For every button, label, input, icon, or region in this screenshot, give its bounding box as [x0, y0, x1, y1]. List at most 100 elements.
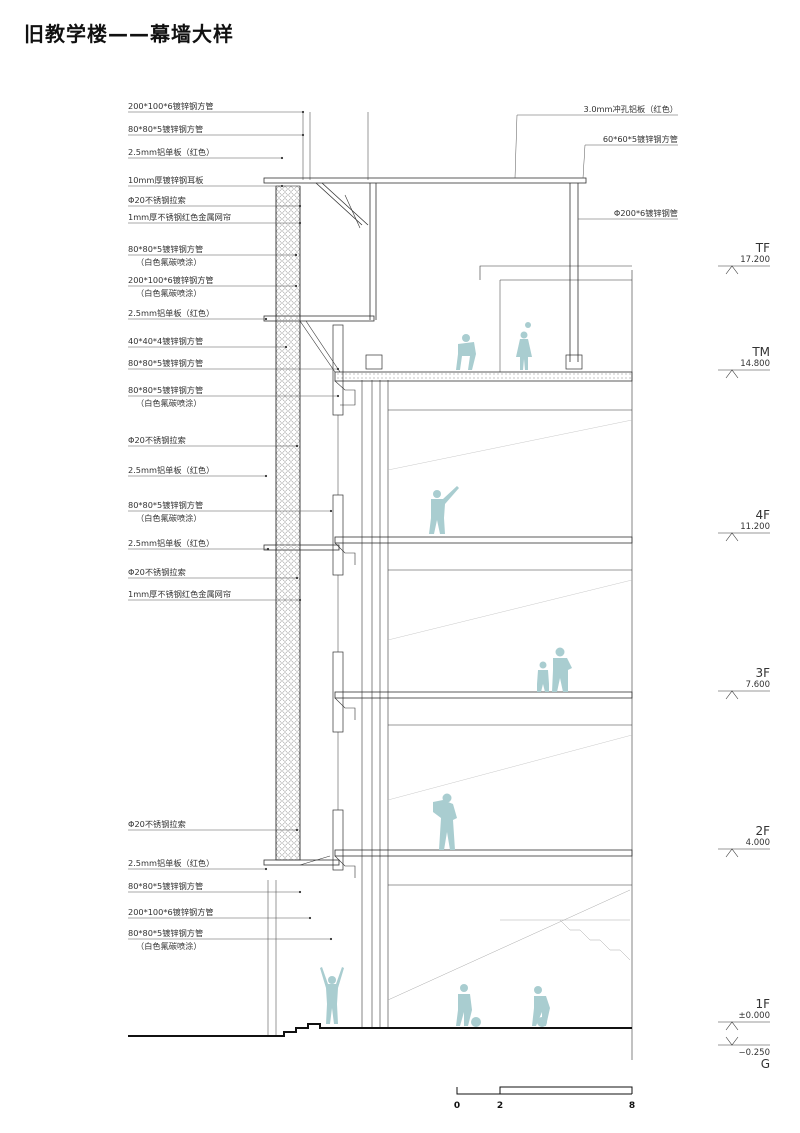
level-elevation: 7.600 [746, 680, 770, 690]
level-elevation: 17.200 [740, 255, 770, 265]
annotation-label: 1mm厚不锈钢红色金属网帘 [128, 212, 231, 222]
leader-dot [295, 828, 299, 832]
annotation-label: 2.5mm铝单板（红色） [128, 465, 214, 475]
scale-tick-label: 2 [497, 1101, 503, 1111]
person-figure [456, 334, 476, 370]
person-figure [532, 986, 550, 1027]
annotation-label: 80*80*5镀锌钢方管 [128, 244, 203, 254]
level-elevation: 4.000 [746, 838, 770, 848]
annotation-label: 200*100*6镀锌钢方管 [128, 101, 214, 111]
leader-dot [329, 937, 333, 941]
annotation-label: 2.5mm铝单板（红色） [128, 147, 214, 157]
annotation-label: 2.5mm铝单板（红色） [128, 858, 214, 868]
scale-bar-line [456, 1086, 633, 1095]
level-marker: 2F4.000 [718, 824, 770, 858]
leader-dot [298, 598, 302, 602]
leader-dot [301, 133, 305, 137]
level-name: 1F [755, 997, 770, 1011]
level-elevation: 14.800 [740, 359, 770, 369]
annotation-label: Φ20不锈钢拉索 [128, 567, 186, 577]
level-elevation: −0.250 [739, 1048, 770, 1058]
leader-dot [264, 474, 268, 478]
level-name: 3F [755, 666, 770, 680]
annotation-label: 10mm厚镀锌钢耳板 [128, 175, 204, 185]
annotation-label: 1mm厚不锈钢红色金属网帘 [128, 589, 231, 599]
people-silhouettes [320, 322, 572, 1027]
annotation-label: 80*80*5镀锌钢方管 [128, 928, 203, 938]
person-figure [552, 647, 572, 692]
leader-line [582, 144, 678, 179]
person-figure [433, 793, 457, 850]
leader-dot [301, 110, 305, 114]
annotation-label: 80*80*5镀锌钢方管 [128, 358, 203, 368]
annotation-label: 2.5mm铝单板（红色） [128, 538, 214, 548]
person-figure [320, 967, 344, 1024]
level-marker: 3F7.600 [718, 666, 770, 700]
annotation-label: 80*80*5镀锌钢方管 [128, 385, 203, 395]
leader-dot [280, 184, 284, 188]
annotation-label: Φ200*6镀锌钢管 [614, 208, 678, 218]
leader-line [514, 114, 678, 179]
leader-dot [295, 444, 299, 448]
annotation-label: 80*80*5镀锌钢方管 [128, 124, 203, 134]
person-figure [516, 322, 532, 370]
annotation-label: 60*60*5镀锌钢方管 [603, 134, 678, 144]
annotation-label: Φ20不锈钢拉索 [128, 819, 186, 829]
annotation-label: 40*40*4镀锌钢方管 [128, 336, 203, 346]
leader-dot [298, 221, 302, 225]
scale-tick-label: 0 [454, 1101, 460, 1111]
annotation-label: （白色氟碳喷涂） [136, 941, 202, 951]
level-name: TM [751, 345, 770, 359]
level-marker: 1F±0.000 [718, 997, 770, 1031]
person-figure [537, 661, 549, 692]
scale-bar: 0 2 8 [454, 1086, 635, 1111]
annotation-label: 200*100*6镀锌钢方管 [128, 275, 214, 285]
leader-dot [298, 204, 302, 208]
right-annotation-labels: 3.0mm冲孔铝板（红色） 60*60*5镀锌钢方管 Φ200*6镀锌钢管 [584, 104, 678, 218]
person-figure [456, 984, 481, 1027]
leader-dot [298, 890, 302, 894]
metal-mesh-curtain [275, 185, 301, 861]
leader-dot [295, 576, 299, 580]
annotation-label: Φ20不锈钢拉索 [128, 195, 186, 205]
level-name: TF [755, 241, 770, 255]
level-elevation: 11.200 [740, 522, 770, 532]
level-name: G [761, 1057, 770, 1071]
annotation-label: 80*80*5镀锌钢方管 [128, 881, 203, 891]
leader-dot [329, 509, 333, 513]
page-title: 旧教学楼——幕墙大样 [24, 22, 234, 46]
annotation-label: 200*100*6镀锌钢方管 [128, 907, 214, 917]
annotation-label: （白色氟碳喷涂） [136, 398, 202, 408]
annotation-label: （白色氟碳喷涂） [136, 513, 202, 523]
leader-dot [266, 547, 270, 551]
leader-dot [336, 367, 340, 371]
left-annotation-labels: 200*100*6镀锌钢方管 80*80*5镀锌钢方管 2.5mm铝单板（红色） 10… [128, 101, 231, 951]
leader-dot [294, 253, 298, 257]
leader-dot [284, 345, 288, 349]
scale-tick-label: 8 [629, 1101, 635, 1111]
leader-dot [280, 156, 284, 160]
ground-line [128, 1023, 632, 1037]
annotation-label: （白色氟碳喷涂） [136, 288, 202, 298]
leader-dot [308, 916, 312, 920]
building-structure [263, 112, 633, 1060]
label-leaders [128, 110, 678, 941]
leader-dot [336, 394, 340, 398]
leader-dot [264, 317, 268, 321]
level-name: 4F [755, 508, 770, 522]
annotation-label: （白色氟碳喷涂） [136, 257, 202, 267]
leader-dot [294, 284, 298, 288]
person-figure [429, 486, 459, 534]
annotation-label: Φ20不锈钢拉索 [128, 435, 186, 445]
leader-dot [264, 867, 268, 871]
annotation-label: 80*80*5镀锌钢方管 [128, 500, 203, 510]
level-name: 2F [755, 824, 770, 838]
annotation-label: 3.0mm冲孔铝板（红色） [584, 104, 678, 114]
annotation-label: 2.5mm铝单板（红色） [128, 308, 214, 318]
